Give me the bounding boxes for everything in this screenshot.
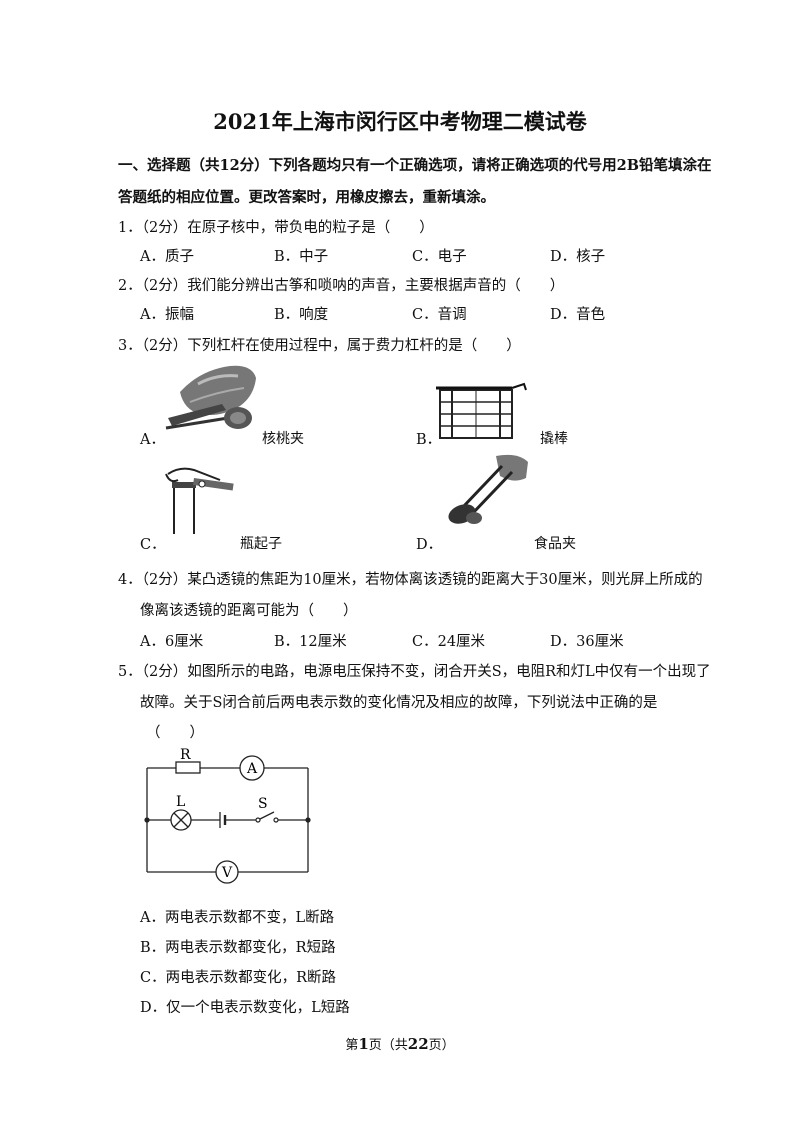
question-4: 4．（2分）某凸透镜的焦距为10厘米，若物体离该透镜的距离大于30厘米，则光屏上… xyxy=(118,568,703,589)
page-title: 2021年上海市闵行区中考物理二模试卷 xyxy=(213,109,587,134)
option-1-a: A．质子 xyxy=(140,249,194,265)
question-4-line-2: 像离该透镜的距离可能为（ ） xyxy=(140,603,358,619)
question-number: 3． xyxy=(118,338,142,354)
question-number: 4． xyxy=(118,572,142,588)
question-2: 2．（2分）我们能分辨出古筝和唢呐的声音，主要根据声音的（ ） xyxy=(118,274,564,295)
switch-label: S xyxy=(258,796,268,812)
question-number: 2． xyxy=(118,278,142,294)
question-number: 1． xyxy=(118,220,142,236)
option-5-c: C．两电表示数都变化，R断路 xyxy=(140,970,337,986)
switch-symbol xyxy=(259,811,275,820)
option-4-b: B．12厘米 xyxy=(274,634,347,650)
option-3-d-caption: 食品夹 xyxy=(534,536,576,552)
option-3-d-letter: D． xyxy=(416,537,443,553)
page-number: 1 xyxy=(358,1035,369,1053)
option-2-c: C．音调 xyxy=(412,307,467,323)
option-1-d: D．核子 xyxy=(550,249,606,265)
option-5-a: A．两电表示数都不变，L断路 xyxy=(140,910,335,926)
walnut-cracker-image xyxy=(165,365,256,430)
option-3-c-caption: 瓶起子 xyxy=(240,536,282,552)
question-5-line-3: （ ） xyxy=(146,725,204,741)
bottle-opener-image xyxy=(165,467,234,534)
option-3-b-caption: 撬棒 xyxy=(540,431,568,447)
page-footer: 第1页（共22页） xyxy=(345,1035,455,1053)
question-1: 1．（2分）在原子核中，带负电的粒子是（ ） xyxy=(118,216,434,237)
food-tongs-image xyxy=(448,454,528,524)
voltmeter-label: V xyxy=(221,865,233,881)
option-2-d: D．音色 xyxy=(550,307,606,323)
question-5-line-2: 故障。关于S闭合前后两电表示数的变化情况及相应的故障，下列说法中正确的是 xyxy=(140,695,658,711)
option-3-b-letter: B． xyxy=(416,432,442,448)
question-number: 5． xyxy=(118,664,142,680)
option-2-a: A．振幅 xyxy=(140,307,194,323)
total-pages: 22 xyxy=(407,1035,429,1053)
crowbar-crate-image xyxy=(436,382,527,439)
option-1-b: B．中子 xyxy=(274,249,329,265)
option-4-a: A．6厘米 xyxy=(140,634,204,650)
question-stem: （2分）在原子核中，带负电的粒子是（ ） xyxy=(141,220,434,236)
question-stem: （2分）我们能分辨出古筝和唢呐的声音，主要根据声音的（ ） xyxy=(141,278,565,294)
question-stem: （2分）下列杠杆在使用过程中，属于费力杠杆的是（ ） xyxy=(141,338,521,354)
circuit-diagram: R A L S V xyxy=(144,748,311,884)
lamp-label: L xyxy=(176,794,185,810)
option-1-c: C．电子 xyxy=(412,249,467,265)
resistor-label: R xyxy=(180,748,191,763)
option-4-c: C．24厘米 xyxy=(412,634,486,650)
ammeter-label: A xyxy=(246,761,258,777)
question-stem: （2分）某凸透镜的焦距为10厘米，若物体离该透镜的距离大于30厘米，则光屏上所成… xyxy=(141,572,703,588)
section-instructions-line-2: 答题纸的相应位置。更改答案时，用橡皮擦去，重新填涂。 xyxy=(118,189,495,206)
question-5: 5．（2分）如图所示的电路，电源电压保持不变，闭合开关S，电阻R和灯L中仅有一个… xyxy=(118,660,711,681)
resistor-symbol xyxy=(175,761,201,774)
option-2-b: B．响度 xyxy=(274,307,329,323)
question-3: 3．（2分）下列杠杆在使用过程中，属于费力杠杆的是（ ） xyxy=(118,334,521,355)
option-5-b: B．两电表示数都变化，R短路 xyxy=(140,940,336,956)
option-4-d: D．36厘米 xyxy=(550,634,624,650)
option-5-d: D．仅一个电表示数变化，L短路 xyxy=(140,1000,350,1016)
option-3-c-letter: C． xyxy=(140,537,166,553)
option-3-a-caption: 核桃夹 xyxy=(262,431,304,447)
section-instructions-line-1: 一、选择题（共12分）下列各题均只有一个正确选项，请将正确选项的代号用2B铅笔填… xyxy=(118,157,712,174)
option-3-a-letter: A． xyxy=(140,432,165,448)
question-stem: （2分）如图所示的电路，电源电压保持不变，闭合开关S，电阻R和灯L中仅有一个出现… xyxy=(141,664,711,680)
